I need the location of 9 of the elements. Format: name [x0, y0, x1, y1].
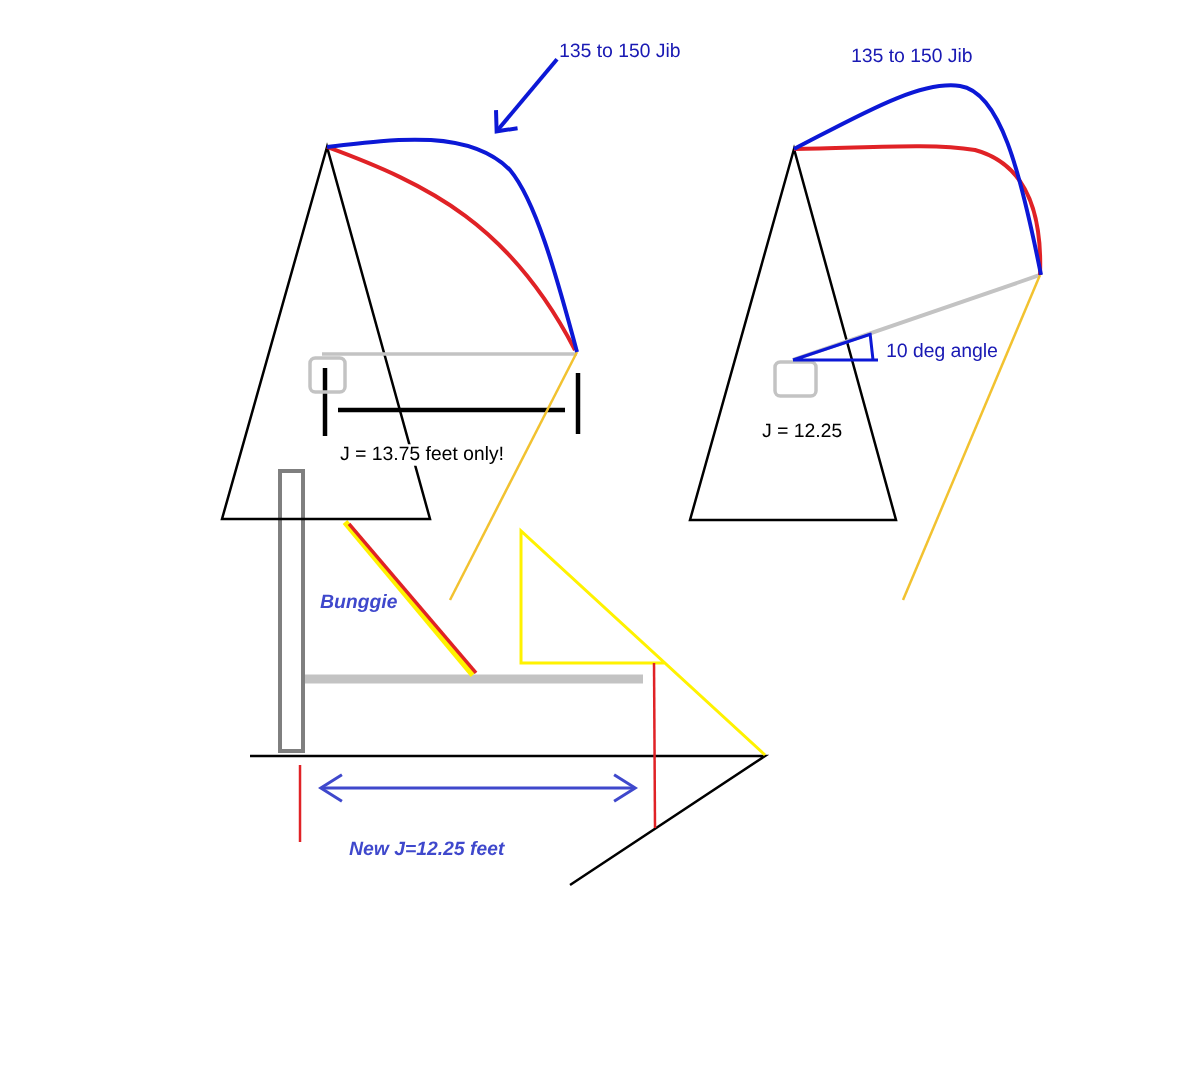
- dimension-label: New J=12.25 feet: [347, 839, 507, 857]
- part-label: Bunggie: [318, 592, 400, 614]
- dimension-label: J = 13.75 feet only!: [338, 444, 506, 466]
- arrow: [494, 58, 559, 134]
- sail-sketch: [688, 83, 1043, 601]
- sail-label: 135 to 150 Jib: [849, 46, 975, 64]
- callout-label: 135 to 150 Jib: [560, 43, 680, 58]
- dimension-label: J = 12.25: [760, 421, 844, 439]
- angle-label: 10 deg angle: [884, 341, 1000, 363]
